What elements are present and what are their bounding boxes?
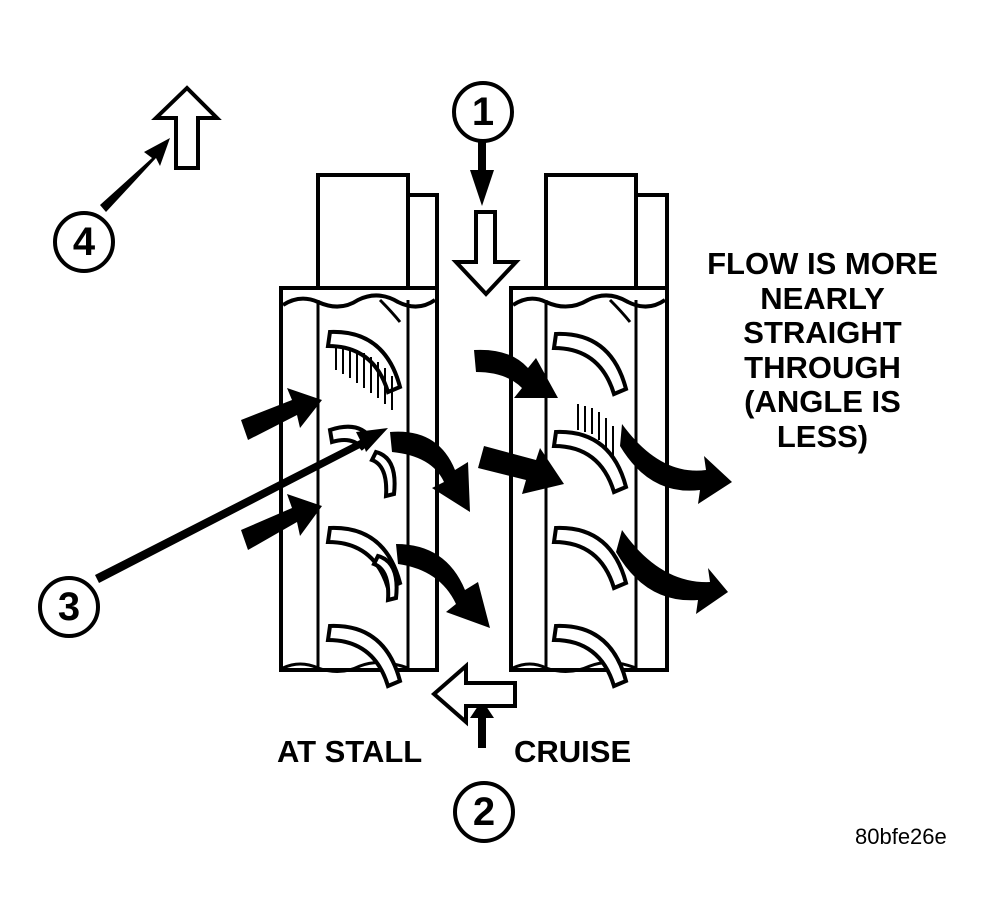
- flow-arrows: [95, 138, 732, 748]
- stall-label: AT STALL: [277, 734, 423, 769]
- callout-4: 4: [72, 220, 96, 264]
- callout-circles: [38, 81, 515, 843]
- flow-note: FLOW IS MORE NEARLY STRAIGHT THROUGH (AN…: [707, 246, 938, 454]
- callout-2: 2: [472, 790, 496, 834]
- cruise-column: [509, 173, 669, 688]
- down-arrow-icon: [451, 210, 521, 297]
- up-arrow-icon: [151, 85, 222, 170]
- figure-code: 80bfe26e: [855, 824, 947, 849]
- callout-3: 3: [57, 585, 81, 629]
- stall-column: [279, 173, 439, 688]
- callout-1: 1: [471, 90, 495, 134]
- hollow-arrows: [151, 85, 521, 727]
- left-arrow-icon: [430, 661, 517, 727]
- cruise-label: CRUISE: [514, 734, 632, 769]
